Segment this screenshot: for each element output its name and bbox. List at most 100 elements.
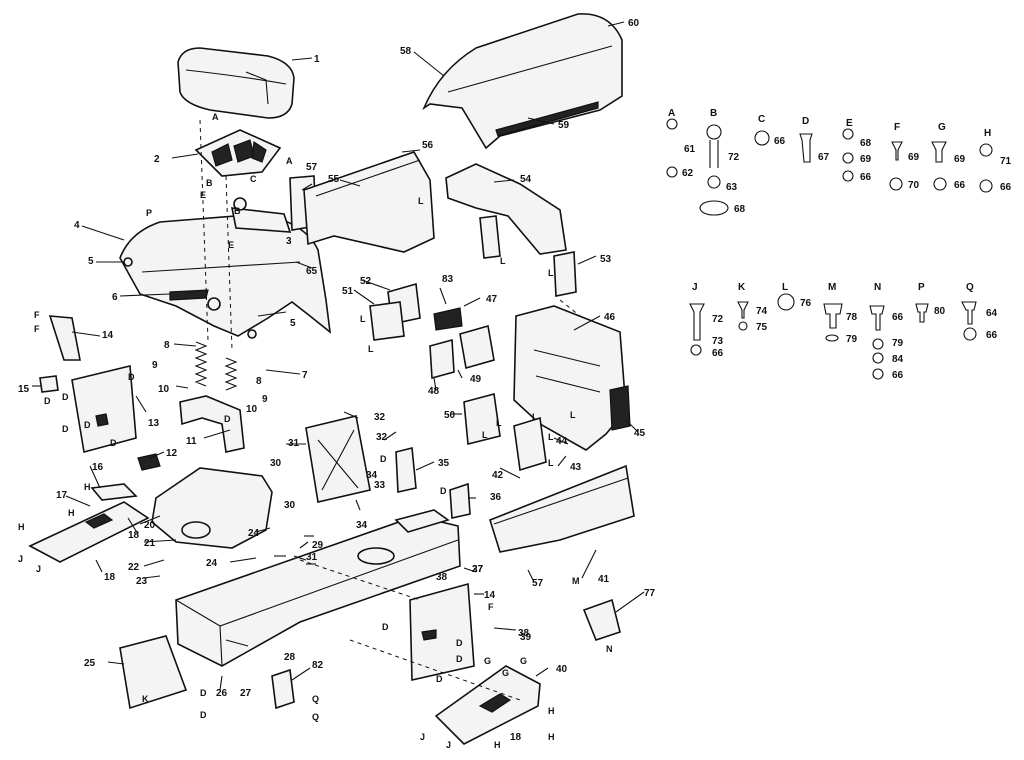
bracket-35-part: [395, 446, 417, 493]
hw-71: 71: [1000, 156, 1012, 167]
letter-d-14: D: [440, 486, 447, 496]
letter-h-1: H: [84, 482, 91, 492]
hw-letter-n: N: [874, 282, 881, 293]
springs-part: [194, 341, 238, 391]
letter-d-5: D: [110, 438, 117, 448]
letter-m-1: M: [572, 576, 580, 586]
hw-66e: 66: [860, 172, 872, 183]
letter-p-1: P: [146, 208, 152, 218]
letter-k-1: K: [142, 694, 149, 704]
callout-34b: 34: [356, 520, 368, 531]
letter-a-2: A: [286, 156, 293, 166]
letter-h-3: H: [68, 508, 75, 518]
bracket-51-part: [369, 301, 405, 341]
hw-66g: 66: [954, 180, 966, 191]
letter-d-8: D: [200, 688, 207, 698]
callout-9: 9: [152, 360, 158, 371]
hw-78: 78: [846, 312, 858, 323]
letter-j-2: J: [36, 564, 41, 574]
callout-24b: 24: [248, 528, 260, 539]
letter-j-1: J: [18, 554, 23, 564]
callout-57: 57: [306, 162, 318, 173]
callout-39: 39: [520, 632, 532, 643]
hw-66n2: 66: [892, 370, 904, 381]
seat-pan-part: [194, 129, 282, 177]
callout-56: 56: [422, 140, 434, 151]
callout-23: 23: [136, 576, 148, 587]
hw-letter-q: Q: [966, 282, 974, 293]
hw-76: 76: [800, 298, 812, 309]
callout-50: 50: [444, 410, 456, 421]
bracket-44-part: [513, 416, 547, 472]
hw-68e: 68: [860, 138, 872, 149]
callout-2: 2: [154, 154, 160, 165]
callout-5-left: 5: [88, 256, 94, 267]
seat-bracket-part: [231, 175, 317, 233]
callout-9b: 9: [262, 394, 268, 405]
callout-37: 37: [472, 564, 484, 575]
letter-l-4: L: [360, 314, 366, 324]
callout-36: 36: [490, 492, 502, 503]
hw-63: 63: [726, 182, 738, 193]
callout-8b: 8: [256, 376, 262, 387]
letter-l-2: L: [548, 268, 554, 278]
callout-83: 83: [442, 274, 454, 285]
letter-n-1: N: [606, 644, 613, 654]
hw-67: 67: [818, 152, 830, 163]
plate-12-part: [137, 453, 161, 471]
callout-28: 28: [284, 652, 296, 663]
callout-51: 51: [342, 286, 354, 297]
letter-d-3: D: [62, 424, 69, 434]
callout-22: 22: [128, 562, 140, 573]
letter-c-1: C: [250, 174, 257, 184]
letter-f-2: F: [34, 324, 40, 334]
letter-l-1: L: [500, 256, 506, 266]
callout-15: 15: [18, 384, 30, 395]
letter-q-1: Q: [312, 694, 319, 704]
callout-17: 17: [56, 490, 68, 501]
hardware-labels: A B C D E F G H 61 62 72 63 68 66 67 68 …: [668, 108, 1012, 381]
callout-38b: 38: [518, 628, 530, 639]
hw-75: 75: [756, 322, 768, 333]
callout-42: 42: [492, 470, 504, 481]
letter-d-11: D: [456, 638, 463, 648]
letter-d-2: D: [44, 396, 51, 406]
callout-33: 33: [374, 480, 386, 491]
callout-12: 12: [166, 448, 178, 459]
hw-69f: 69: [908, 152, 920, 163]
axle-bracket-part: [119, 635, 188, 710]
letter-g-3: G: [502, 668, 509, 678]
hw-letter-c: C: [758, 114, 765, 125]
left-side-panel-part: [71, 365, 137, 454]
callout-31: 31: [288, 438, 300, 449]
callout-6: 6: [112, 292, 118, 303]
hw-61: 61: [684, 144, 696, 155]
letter-q-2: Q: [312, 712, 319, 722]
hw-73: 73: [712, 336, 724, 347]
callout-18c: 18: [510, 732, 522, 743]
callout-46: 46: [604, 312, 616, 323]
hw-69g: 69: [954, 154, 966, 165]
callout-34: 34: [366, 470, 378, 481]
callout-52: 52: [360, 276, 372, 287]
callout-8: 8: [164, 340, 170, 351]
letter-l-10: L: [570, 410, 576, 420]
callout-14-left: 14: [102, 330, 114, 341]
letter-h-5: H: [548, 732, 555, 742]
dash-console-part: [513, 305, 631, 451]
callout-43: 43: [570, 462, 582, 473]
callout-20: 20: [144, 520, 156, 531]
callout-30: 30: [270, 458, 282, 469]
seat-part: [177, 47, 295, 119]
callout-65: 65: [306, 266, 318, 277]
letter-f-1: F: [34, 310, 40, 320]
callout-11: 11: [186, 436, 197, 447]
letter-callouts: A A B C E E B P F F D D D D D D D H H H …: [18, 112, 613, 750]
letter-a-1: A: [212, 112, 219, 122]
callout-24: 24: [206, 558, 218, 569]
letter-b-1: B: [206, 178, 213, 188]
letter-l-7: L: [496, 418, 502, 428]
hw-79n: 79: [892, 338, 904, 349]
letter-l-6: L: [482, 430, 488, 440]
latch-15-part: [39, 375, 59, 393]
